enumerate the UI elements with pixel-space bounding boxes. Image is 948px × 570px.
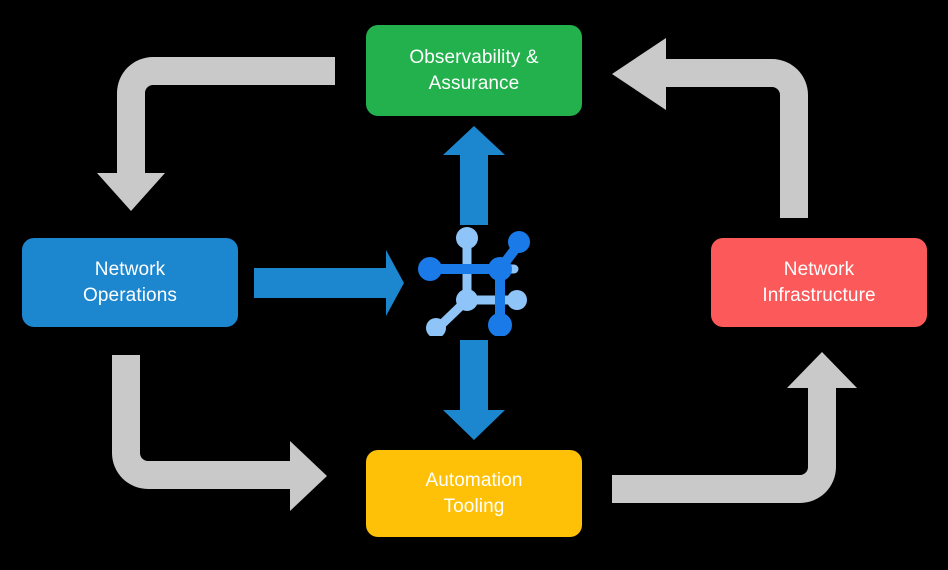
node-observability-label: Observability & Assurance [409,47,539,94]
topology-edges-dark [427,239,524,330]
gray-arrow-infrastructure-to-observability [612,38,808,218]
node-automation-tooling[interactable]: Automation Tooling [366,450,582,537]
node-automation-tooling-label: Automation Tooling [425,470,523,517]
node-network-infrastructure[interactable]: Network Infrastructure [711,238,927,327]
node-observability-assurance[interactable]: Observability & Assurance [366,25,582,116]
gray-arrow-operations-to-automation [112,355,327,511]
node-network-infrastructure-label: Network Infrastructure [762,259,876,306]
node-network-operations[interactable]: Network Operations [22,238,238,327]
gray-arrow-automation-to-infrastructure [612,352,857,503]
blue-arrow-operations-to-center [254,250,404,316]
topology-edges-light [435,235,522,331]
network-topology-icon [418,227,530,336]
topology-nodes-dark [418,231,530,336]
blue-arrow-center-to-automation [443,340,505,440]
blue-arrow-center-to-observability [443,126,505,225]
gray-arrow-observability-to-operations [97,57,335,211]
node-network-operations-label: Network Operations [83,259,177,306]
topology-nodes-light [426,227,527,336]
